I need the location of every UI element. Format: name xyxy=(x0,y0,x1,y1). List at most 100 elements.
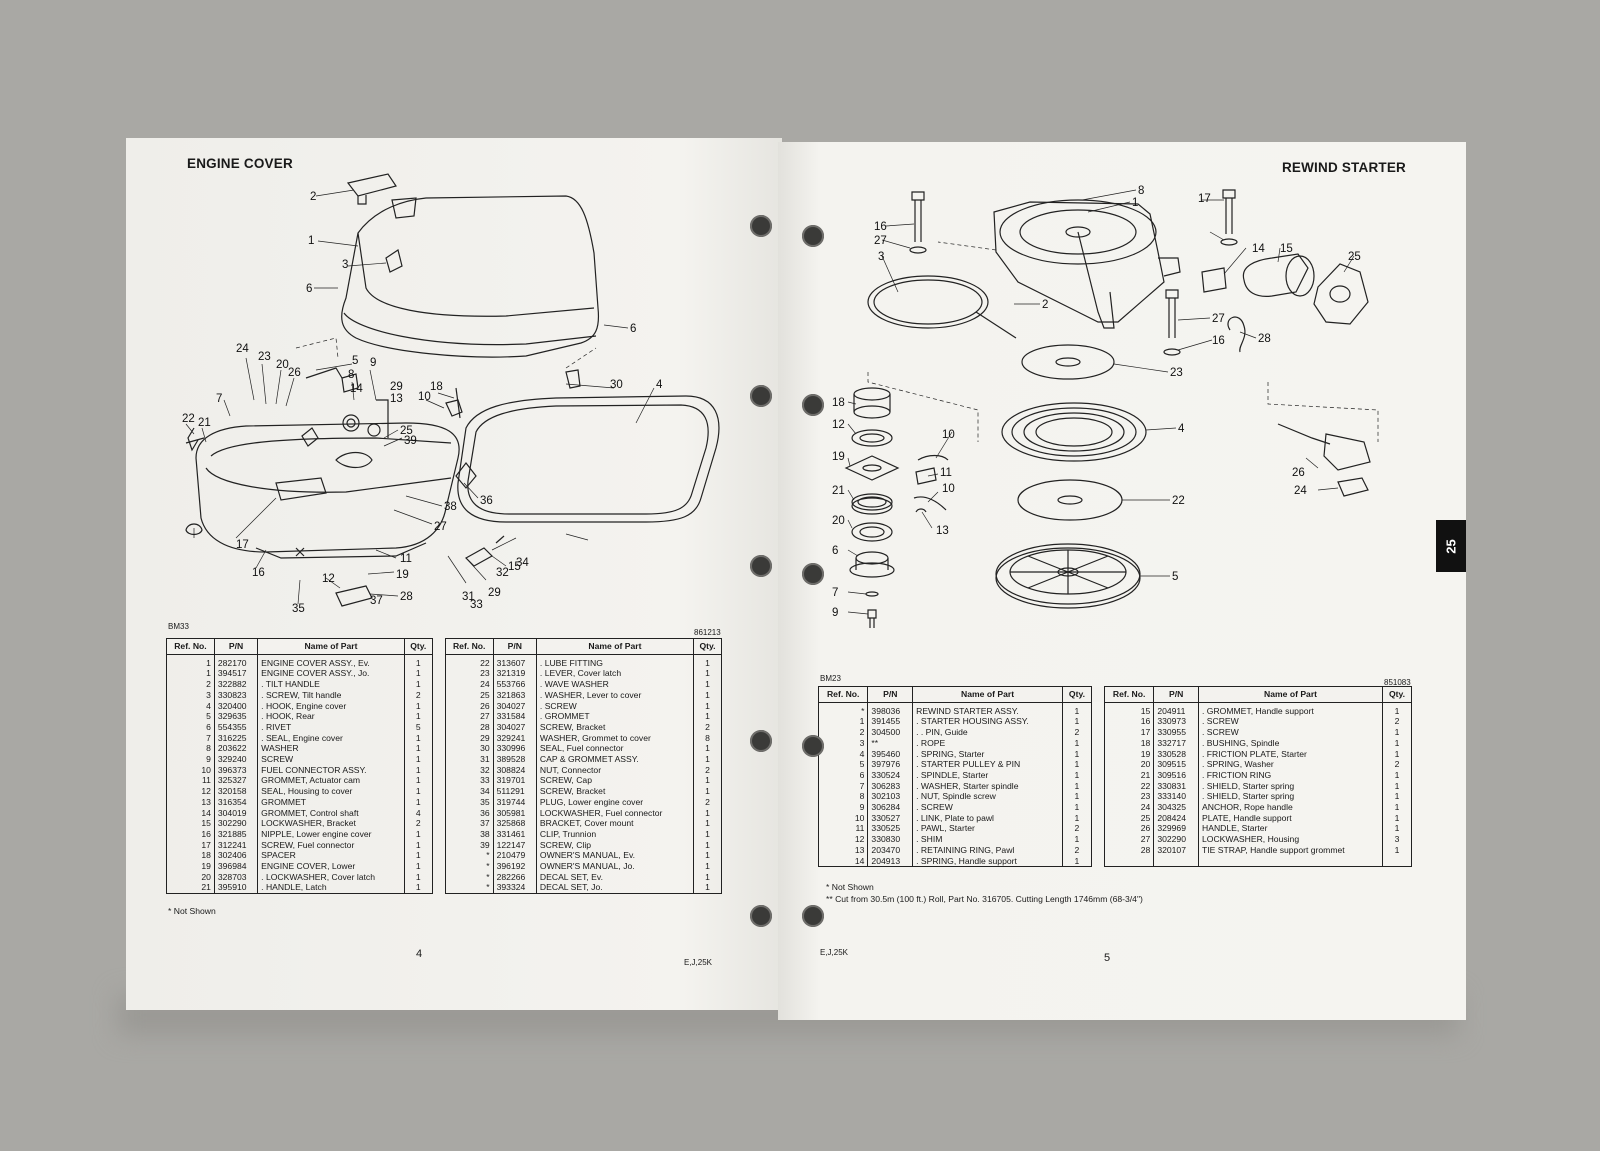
cell-qty: 1 xyxy=(403,850,433,862)
cell-name: SCREW xyxy=(257,754,405,765)
cell-ref: 18 xyxy=(166,850,215,862)
cell-pn: 325868 xyxy=(492,818,537,829)
cell-name: SCREW, Cap xyxy=(535,775,694,787)
cell-qty: 1 xyxy=(403,754,433,765)
cell-ref: 11 xyxy=(817,823,868,835)
cell-ref: 10 xyxy=(817,812,868,824)
cell-ref: 9 xyxy=(166,754,215,765)
cell-pn: 320158 xyxy=(213,786,258,797)
cell-ref: 2 xyxy=(817,727,868,738)
cell-pn: 330996 xyxy=(492,743,537,755)
cell-name: . GROMMET, Handle support xyxy=(1197,702,1383,717)
cell-name: WASHER xyxy=(257,743,405,755)
cell-pn: 321319 xyxy=(492,668,537,680)
col-ref: Ref. No. xyxy=(444,638,494,655)
cell-name: . SPRING, Washer xyxy=(1197,759,1383,770)
cell-name: . SPINDLE, Starter xyxy=(912,769,1063,781)
col-name: Name of Part xyxy=(912,686,1063,703)
cell-ref: 28 xyxy=(1103,844,1154,856)
cell-pn: 302290 xyxy=(213,818,258,829)
callout-label: 19 xyxy=(832,451,845,463)
callout-label: 11 xyxy=(940,467,952,479)
cell-name: PLATE, Handle support xyxy=(1197,812,1383,824)
binder-hole xyxy=(802,394,824,416)
cell-pn: 322882 xyxy=(213,679,258,690)
cell-ref: 9 xyxy=(817,802,868,813)
cell-ref: 1 xyxy=(166,668,215,680)
cell-ref: 20 xyxy=(1103,759,1154,770)
cell-name: . PAWL, Starter xyxy=(912,823,1063,835)
cell-ref: 8 xyxy=(166,743,215,755)
cell-qty: 4 xyxy=(403,807,433,819)
cell-ref: 8 xyxy=(817,791,868,803)
callout-label: 8 xyxy=(348,369,354,381)
cell-ref: 6 xyxy=(166,721,215,733)
callout-label: 22 xyxy=(1172,495,1185,507)
cell-name: . STARTER PULLEY & PIN xyxy=(912,759,1063,770)
cell-pn: 320107 xyxy=(1153,844,1199,856)
col-name: Name of Part xyxy=(535,638,694,655)
cell-pn: 511291 xyxy=(492,786,537,797)
callout-label: 1 xyxy=(308,235,314,247)
callout-label: 14 xyxy=(350,383,363,395)
cell-name: DECAL SET, Ev. xyxy=(535,871,694,883)
cell-qty: 1 xyxy=(403,828,433,840)
cell-name: . FRICTION PLATE, Starter xyxy=(1197,748,1383,760)
cell-ref: 15 xyxy=(166,818,215,829)
cell-pn: 306283 xyxy=(867,780,913,792)
cell-name: . HOOK, Rear xyxy=(257,711,405,722)
cell-ref: 33 xyxy=(444,775,494,787)
cell-name xyxy=(1197,855,1383,868)
cell-name: GROMMET, Control shaft xyxy=(257,807,405,819)
cell-ref: 3 xyxy=(817,737,868,749)
callout-label: 28 xyxy=(400,591,413,603)
cell-name: LOCKWASHER, Housing xyxy=(1197,834,1383,845)
cell-ref: 19 xyxy=(1103,748,1154,760)
cell-qty: 1 xyxy=(403,679,433,690)
callout-label: 15 xyxy=(508,561,521,573)
cell-pn: 309515 xyxy=(1153,759,1199,770)
cell-ref: 4 xyxy=(166,700,215,712)
callout-label: 29 xyxy=(390,381,403,393)
rewind-starter-parts-table: Ref. No. P/N Name of Part Qty. Ref. No. … xyxy=(817,686,1412,868)
cell-pn: 330528 xyxy=(1153,748,1199,760)
cell-qty: 5 xyxy=(403,721,433,733)
callout-label: 10 xyxy=(942,483,955,495)
callout-label: 21 xyxy=(198,417,211,429)
cell-qty: 1 xyxy=(403,654,433,669)
engine-cover-title: ENGINE COVER xyxy=(187,156,293,171)
right-not-shown-note: * Not Shown xyxy=(826,882,874,892)
callout-label: 11 xyxy=(400,553,412,565)
cell-name: . GROMMET xyxy=(535,711,694,722)
callout-label: 27 xyxy=(874,235,887,247)
cell-pn: 331584 xyxy=(492,711,537,722)
cell-pn: 308824 xyxy=(492,764,537,776)
cell-qty: 1 xyxy=(403,775,433,787)
cell-ref: 1 xyxy=(166,654,215,669)
cell-qty: 1 xyxy=(692,850,723,862)
cell-name: LOCKWASHER, Fuel connector xyxy=(535,807,694,819)
cell-ref: 7 xyxy=(817,780,868,792)
cell-pn: 331461 xyxy=(492,828,537,840)
cell-qty: 1 xyxy=(1062,769,1092,781)
cell-qty: 1 xyxy=(692,807,723,819)
rewind-starter-title: REWIND STARTER xyxy=(1281,160,1406,175)
cell-qty: 2 xyxy=(692,796,723,808)
callout-label: 31 xyxy=(462,591,475,603)
cell-qty: 1 xyxy=(692,775,723,787)
cell-qty: 1 xyxy=(1062,812,1092,824)
cell-name: SEAL, Housing to cover xyxy=(257,786,405,797)
cell-pn: 395910 xyxy=(213,882,258,895)
callout-label: 24 xyxy=(236,343,249,355)
cell-pn: 329635 xyxy=(213,711,258,722)
